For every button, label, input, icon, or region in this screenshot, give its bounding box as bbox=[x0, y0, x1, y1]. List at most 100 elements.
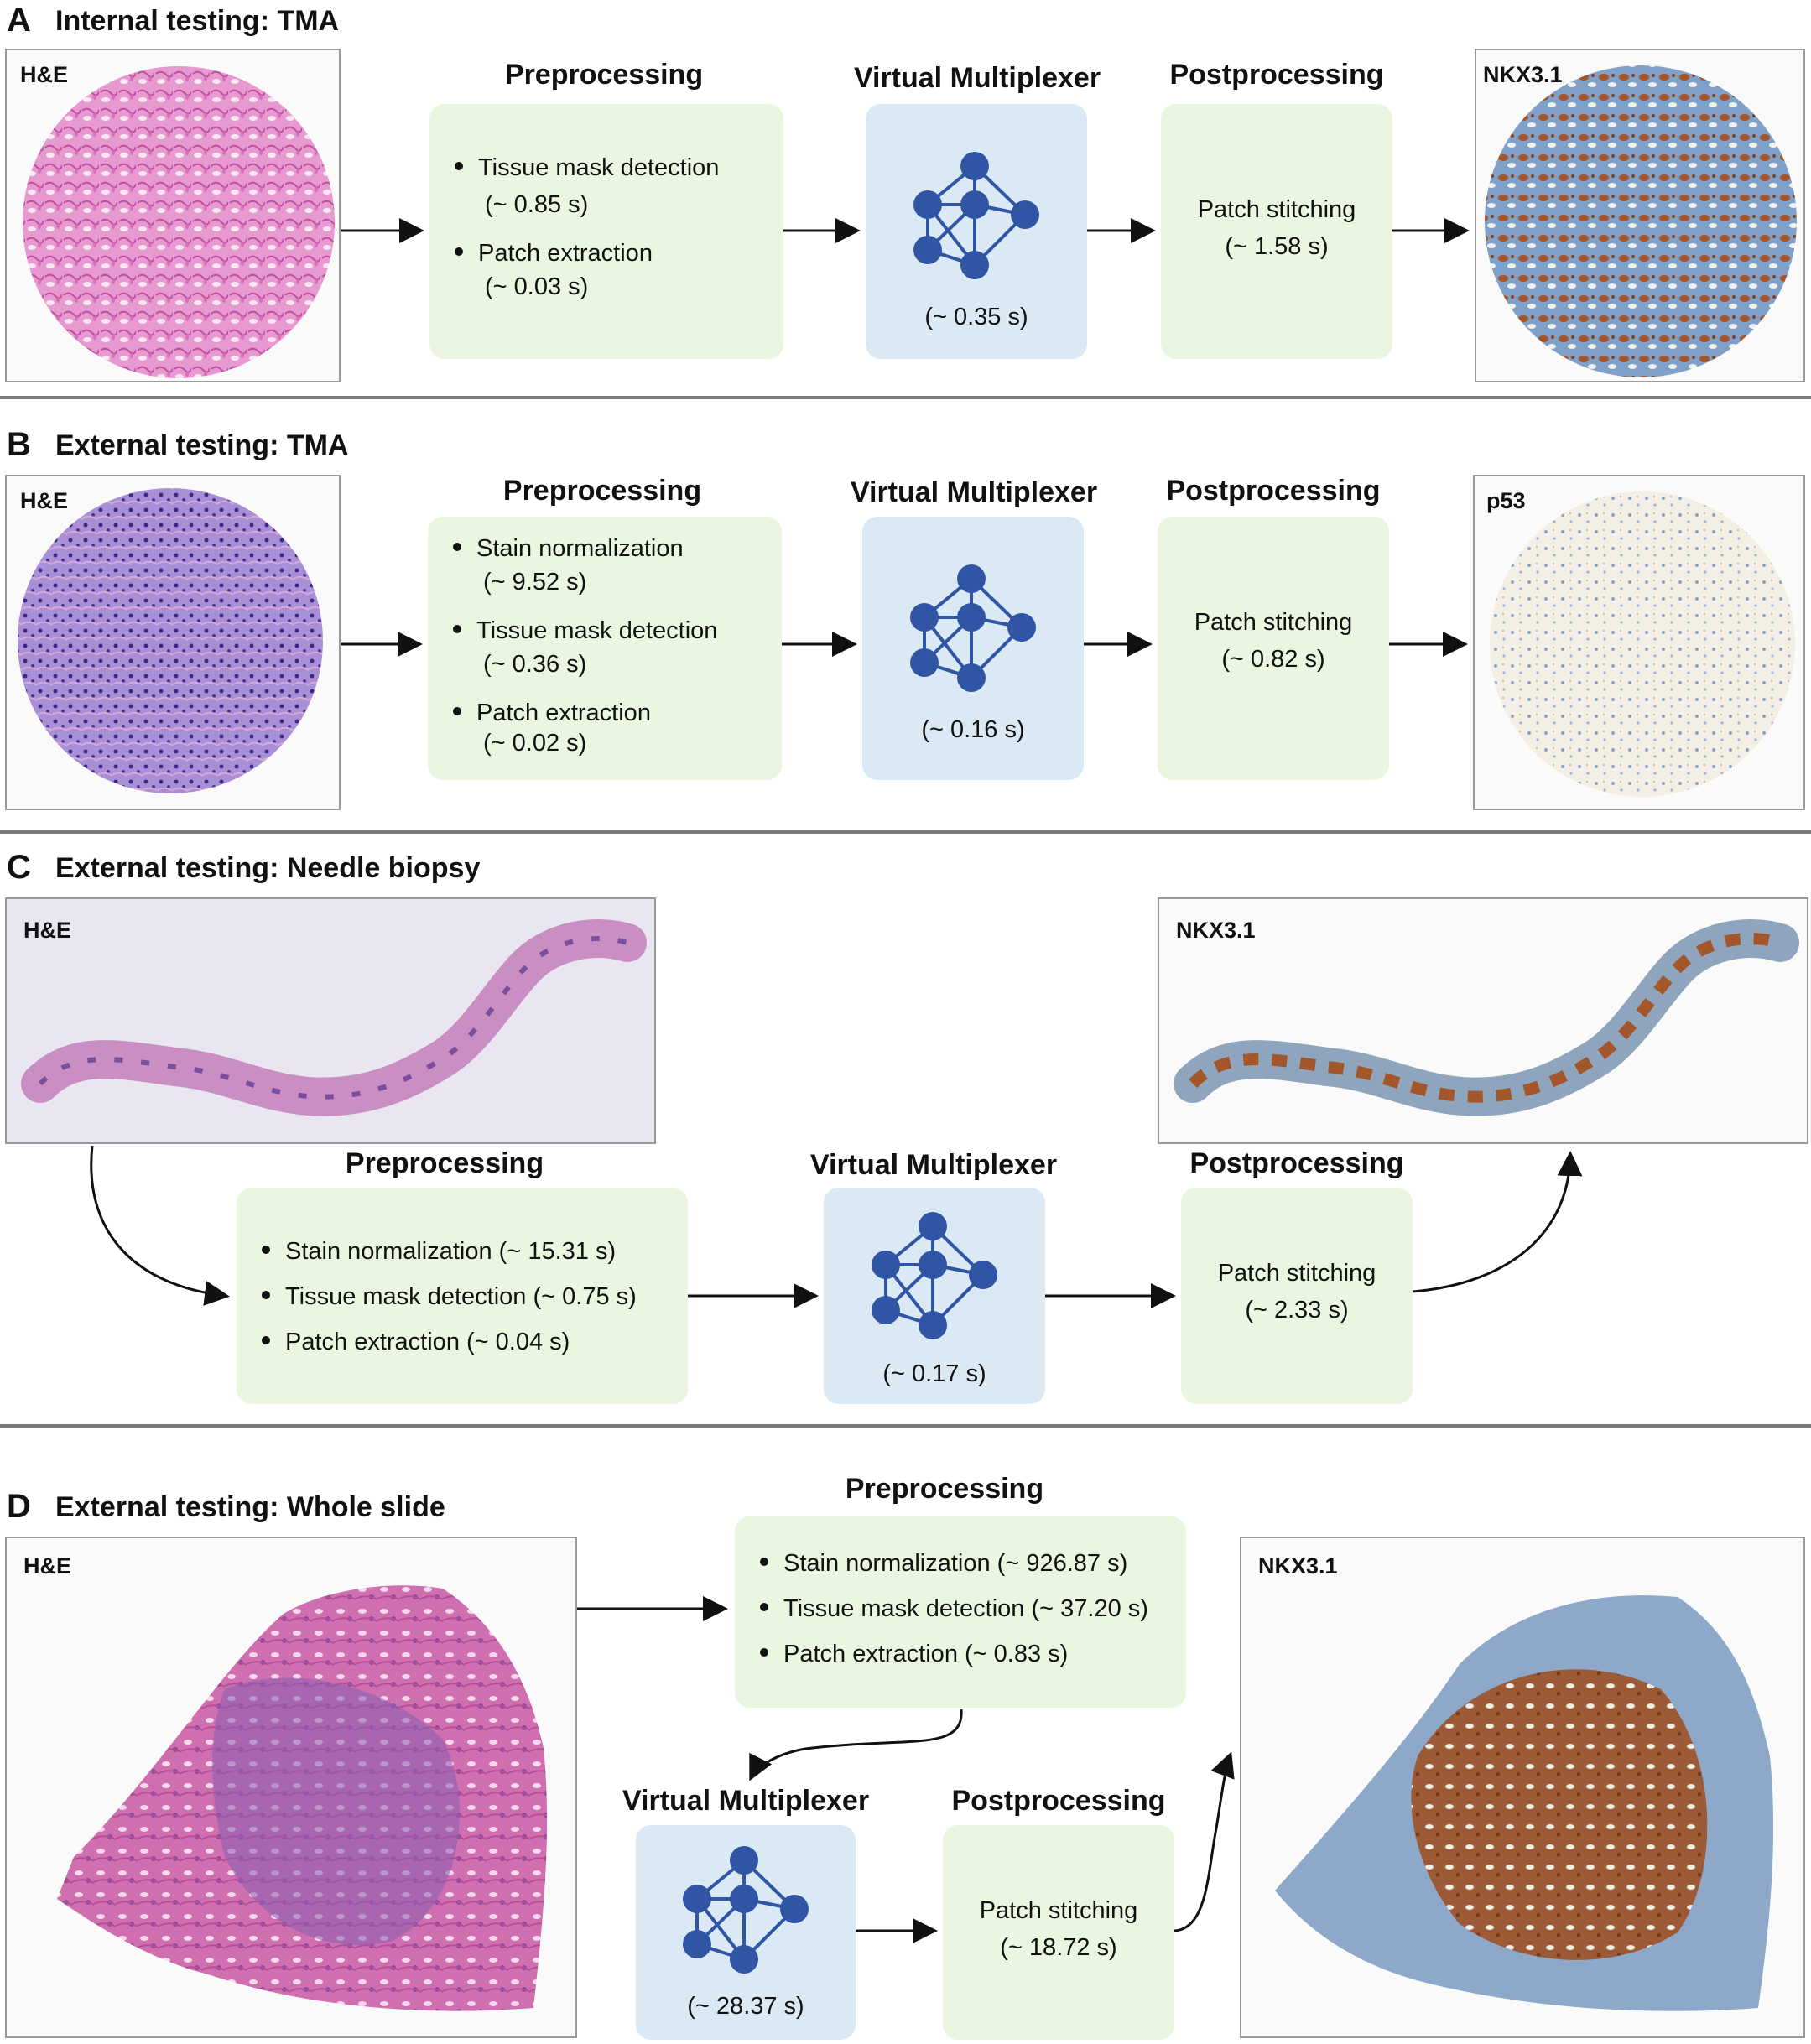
network-node bbox=[730, 1846, 758, 1875]
panel-title-d: External testing: Whole slide bbox=[55, 1491, 445, 1523]
postprocessing-time-d: (~ 18.72 s) bbox=[1000, 1934, 1117, 1961]
network-node bbox=[913, 190, 942, 219]
prep-time-a-1: (~ 0.85 s) bbox=[485, 191, 589, 218]
prep-step-d-3: Patch extraction (~ 0.83 s) bbox=[760, 1637, 1068, 1671]
preprocessing-box-b: Stain normalization (~ 9.52 s) Tissue ma… bbox=[428, 517, 782, 780]
prep-time-a-2: (~ 0.03 s) bbox=[485, 273, 589, 300]
preprocessing-box-c: Stain normalization (~ 15.31 s) Tissue m… bbox=[237, 1188, 688, 1404]
neural-network-icon bbox=[913, 152, 1039, 279]
ihc-tma-core-b bbox=[1490, 491, 1795, 797]
network-node bbox=[919, 1212, 947, 1240]
postprocessing-step-a: Patch stitching bbox=[1197, 196, 1356, 223]
multiplexer-time-b: (~ 0.16 s) bbox=[921, 716, 1025, 743]
prep-step-a-2: Patch extraction bbox=[455, 237, 653, 270]
postprocessing-box-b: Patch stitching (~ 0.82 s) bbox=[1158, 517, 1389, 780]
input-label-c: H&E bbox=[23, 918, 72, 943]
multiplexer-title-b: Virtual Multiplexer bbox=[850, 476, 1098, 508]
prep-step-b-1: Stain normalization bbox=[453, 532, 684, 565]
postprocessing-box-d: Patch stitching (~ 18.72 s) bbox=[943, 1825, 1174, 2040]
prep-time-b-3: (~ 0.02 s) bbox=[483, 730, 587, 757]
multiplexer-time-a: (~ 0.35 s) bbox=[924, 304, 1028, 330]
output-label-b: p53 bbox=[1486, 488, 1526, 513]
postprocessing-box-c: Patch stitching (~ 2.33 s) bbox=[1181, 1188, 1413, 1404]
postprocessing-time-a: (~ 1.58 s) bbox=[1225, 233, 1329, 260]
network-node bbox=[683, 1930, 711, 1958]
prep-step-c-3: Patch extraction (~ 0.04 s) bbox=[262, 1325, 570, 1359]
multiplexer-box-b: (~ 0.16 s) bbox=[862, 517, 1084, 780]
network-node bbox=[919, 1251, 947, 1279]
input-label-d: H&E bbox=[23, 1553, 72, 1579]
panel-divider-2 bbox=[0, 830, 1811, 834]
input-label-a: H&E bbox=[20, 62, 69, 87]
input-image-b: H&E bbox=[5, 475, 341, 810]
output-image-a: NKX3.1 bbox=[1475, 49, 1805, 382]
prep-step-d-2: Tissue mask detection (~ 37.20 s) bbox=[760, 1592, 1148, 1625]
multiplexer-box-c: (~ 0.17 s) bbox=[824, 1188, 1045, 1404]
postprocessing-step-c: Patch stitching bbox=[1217, 1260, 1376, 1287]
prep-time-b-1: (~ 9.52 s) bbox=[483, 569, 587, 596]
ihc-needle-biopsy bbox=[1174, 919, 1799, 1116]
multiplexer-time-d: (~ 28.37 s) bbox=[687, 1993, 804, 2020]
prep-step-d-1: Stain normalization (~ 926.87 s) bbox=[760, 1547, 1127, 1580]
output-image-c: NKX3.1 bbox=[1158, 897, 1808, 1144]
postprocessing-title-d: Postprocessing bbox=[951, 1785, 1166, 1817]
prep-step-b-3: Patch extraction bbox=[453, 696, 651, 730]
network-node bbox=[960, 190, 989, 219]
network-node bbox=[1011, 200, 1039, 229]
output-label-a: NKX3.1 bbox=[1483, 62, 1563, 87]
arrow-c-1 bbox=[90, 1145, 230, 1306]
postprocessing-title-b: Postprocessing bbox=[1166, 475, 1381, 507]
multiplexer-box-a: (~ 0.35 s) bbox=[866, 104, 1087, 359]
network-node bbox=[919, 1311, 947, 1339]
multiplexer-title-c: Virtual Multiplexer bbox=[809, 1149, 1058, 1181]
panel-letter-d: D bbox=[7, 1488, 31, 1525]
network-node bbox=[960, 251, 989, 279]
network-node bbox=[730, 1945, 758, 1974]
preprocessing-box-a: Tissue mask detection (~ 0.85 s) Patch e… bbox=[429, 104, 783, 359]
neural-network-icon bbox=[872, 1212, 997, 1339]
output-image-d: NKX3.1 bbox=[1240, 1537, 1805, 2038]
input-image-d: H&E bbox=[5, 1537, 577, 2038]
preprocessing-title-b: Preprocessing bbox=[502, 475, 702, 507]
panel-letter-b: B bbox=[7, 426, 31, 463]
input-label-b: H&E bbox=[20, 488, 69, 513]
panel-title-b: External testing: TMA bbox=[55, 429, 349, 461]
preprocessing-title-c: Preprocessing bbox=[345, 1147, 544, 1179]
postprocessing-title-c: Postprocessing bbox=[1189, 1147, 1404, 1179]
panel-letter-c: C bbox=[7, 849, 31, 886]
he-needle-biopsy bbox=[21, 919, 647, 1116]
panel-title-c: External testing: Needle biopsy bbox=[55, 852, 481, 884]
network-node bbox=[913, 236, 942, 264]
preprocessing-title-d: Preprocessing bbox=[845, 1473, 1044, 1505]
network-node bbox=[872, 1296, 900, 1324]
prep-step-c-2: Tissue mask detection (~ 0.75 s) bbox=[262, 1280, 637, 1313]
multiplexer-title-d: Virtual Multiplexer bbox=[622, 1785, 870, 1817]
input-image-a: H&E bbox=[5, 49, 341, 382]
arrow-d-4 bbox=[1174, 1751, 1235, 1932]
network-node bbox=[872, 1251, 900, 1279]
preprocessing-box-d: Stain normalization (~ 926.87 s) Tissue … bbox=[735, 1516, 1186, 1708]
panel-letter-a: A bbox=[7, 2, 31, 39]
preprocessing-title-a: Preprocessing bbox=[504, 59, 704, 91]
prep-step-b-2: Tissue mask detection bbox=[453, 614, 717, 648]
prep-step-c-1: Stain normalization (~ 15.31 s) bbox=[262, 1235, 616, 1268]
network-node bbox=[910, 648, 939, 677]
he-whole-slide bbox=[57, 1585, 548, 2011]
panel-divider-3 bbox=[0, 1424, 1811, 1428]
multiplexer-title-a: Virtual Multiplexer bbox=[853, 62, 1101, 94]
output-label-d: NKX3.1 bbox=[1258, 1553, 1338, 1579]
input-image-c: H&E bbox=[5, 897, 656, 1144]
network-node bbox=[957, 564, 986, 593]
network-node bbox=[730, 1885, 758, 1913]
he-tma-core-b bbox=[18, 488, 323, 793]
arrow-c-4 bbox=[1412, 1151, 1583, 1293]
network-node bbox=[969, 1261, 997, 1289]
output-label-c: NKX3.1 bbox=[1176, 918, 1256, 943]
prep-time-b-2: (~ 0.36 s) bbox=[483, 651, 587, 678]
network-node bbox=[1007, 613, 1036, 642]
multiplexer-box-d: (~ 28.37 s) bbox=[636, 1825, 856, 2040]
output-image-b: p53 bbox=[1473, 475, 1805, 810]
panel-title-a: Internal testing: TMA bbox=[55, 5, 340, 37]
postprocessing-time-b: (~ 0.82 s) bbox=[1221, 646, 1325, 673]
network-node bbox=[780, 1895, 809, 1923]
